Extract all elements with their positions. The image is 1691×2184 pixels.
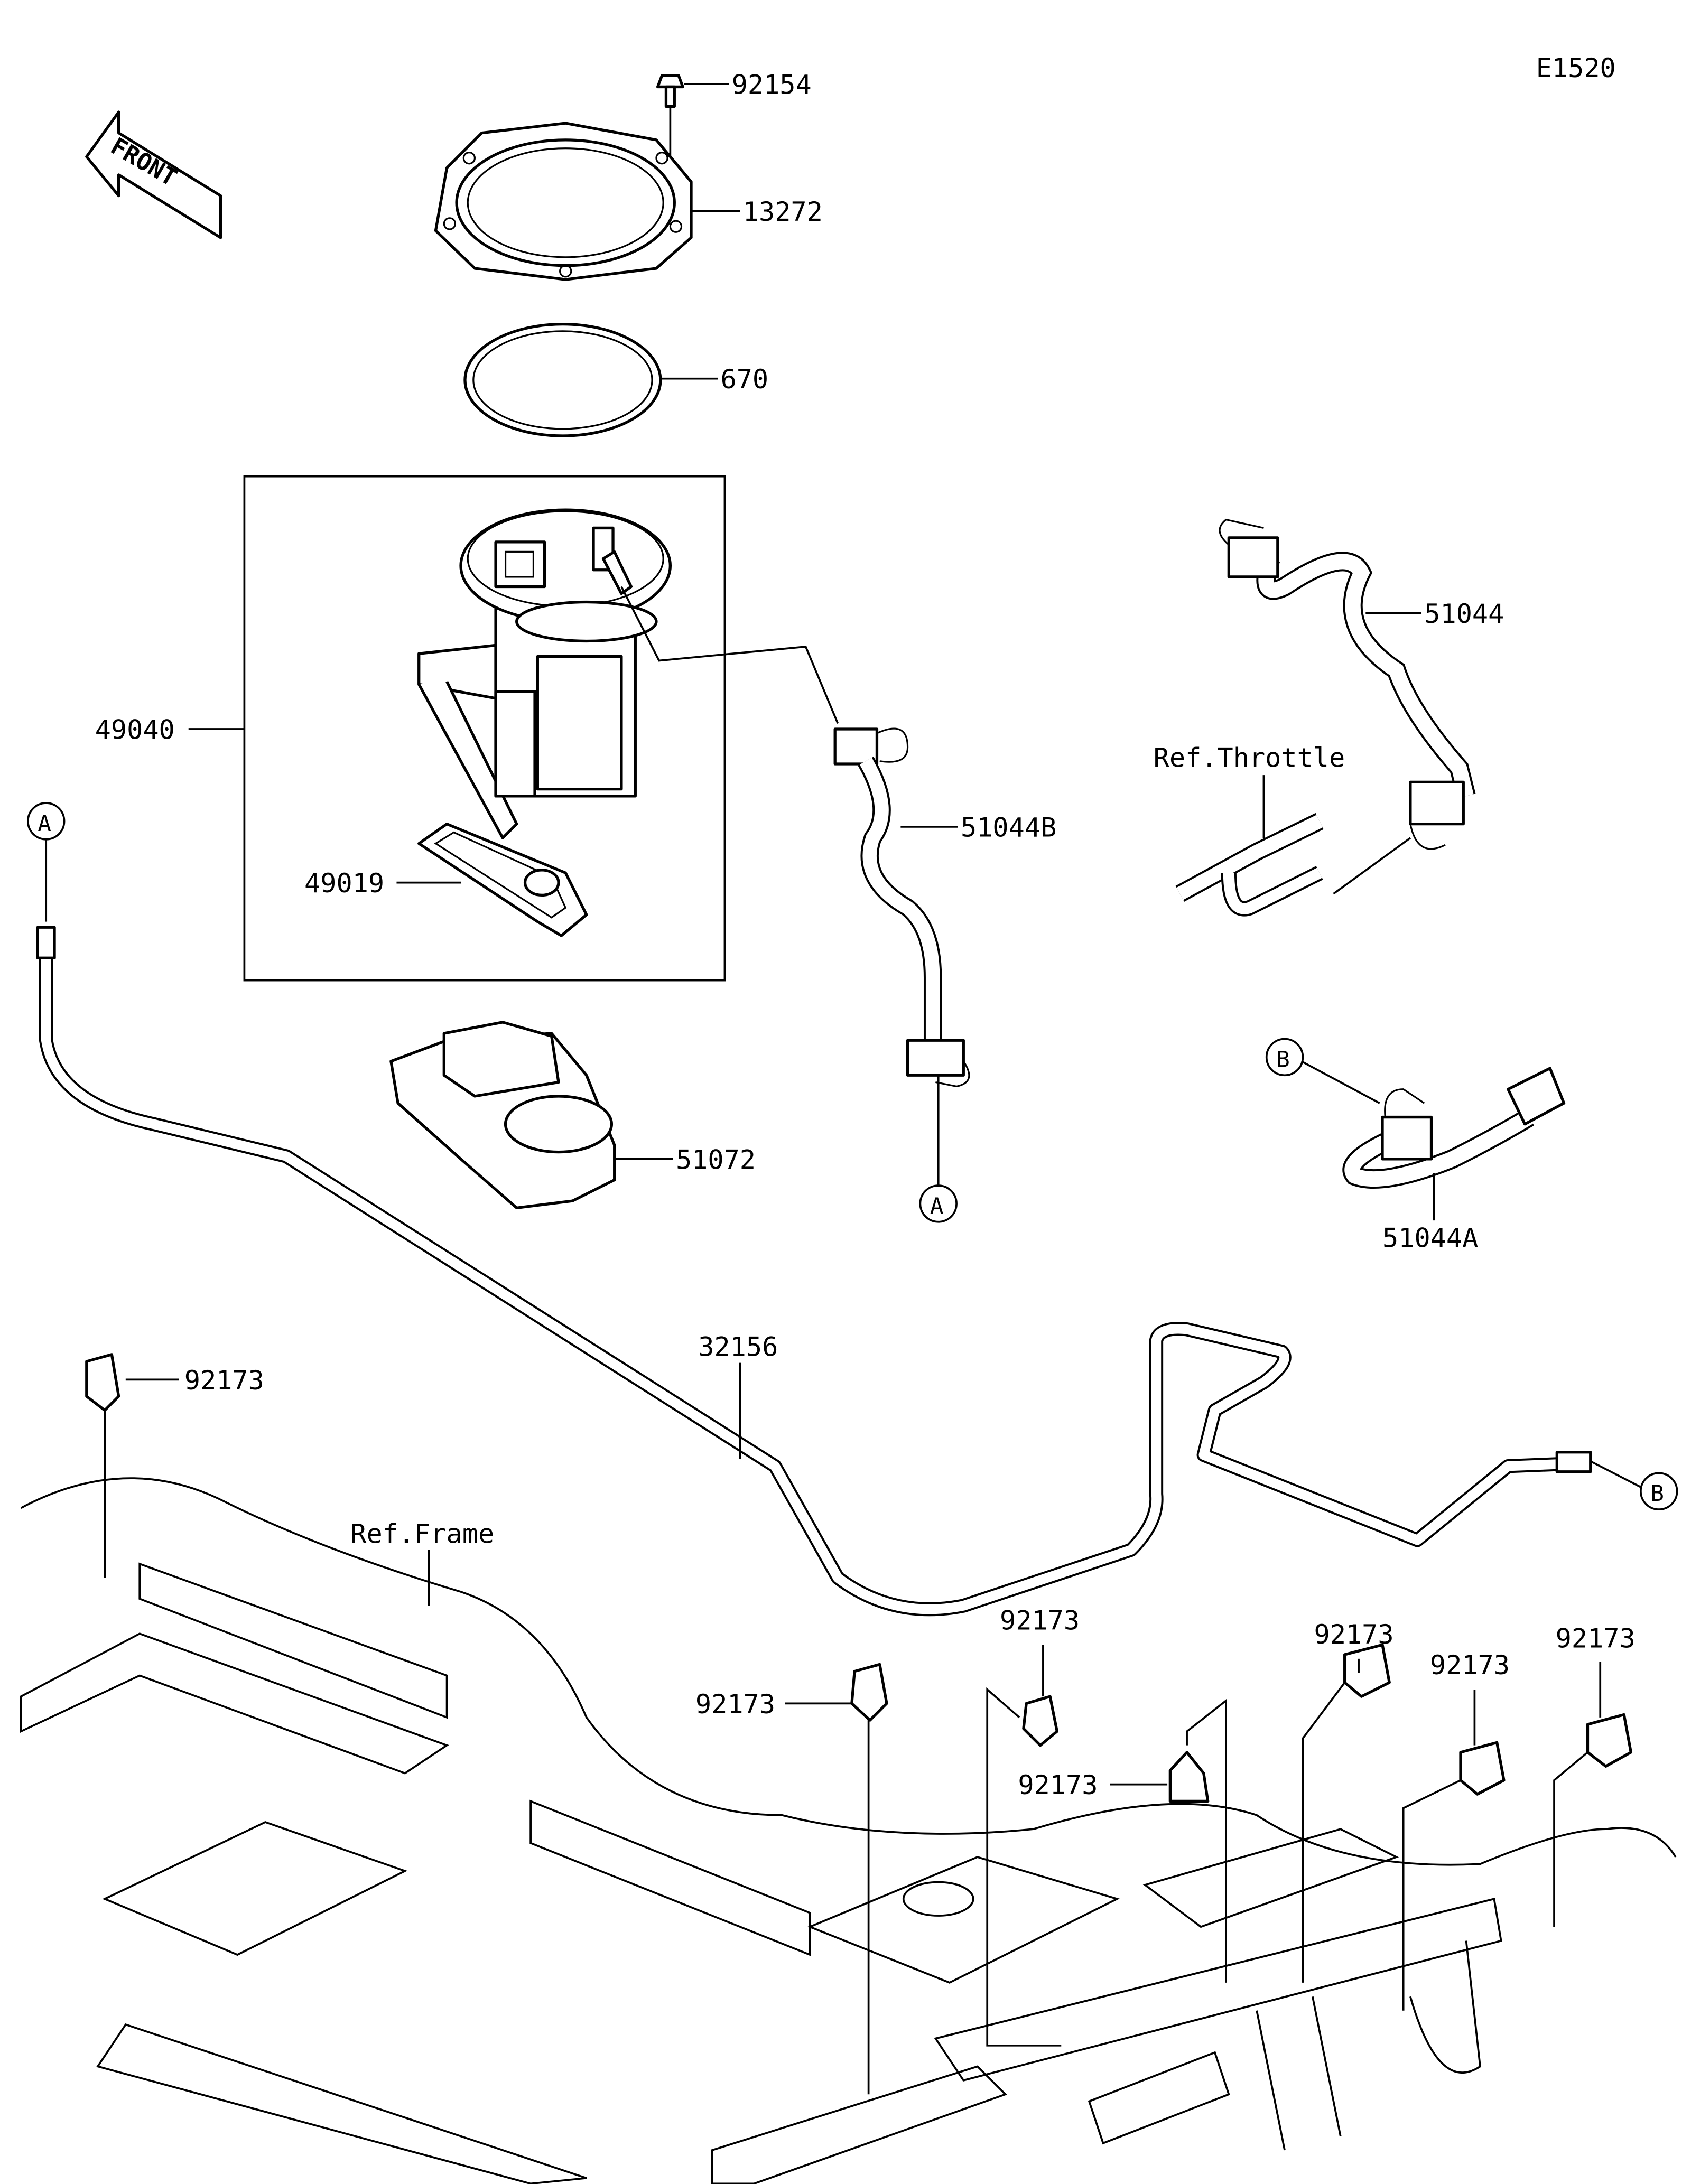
callout-51044A: 51044A <box>1382 1222 1478 1253</box>
callout-92173: 92173 <box>184 1365 264 1396</box>
callout-51044B: 51044B <box>961 811 1056 843</box>
fuel-hose-51044B[interactable] <box>833 727 970 1187</box>
clip-92173[interactable] <box>1302 1643 1391 1983</box>
callout-92154: 92154 <box>732 69 812 100</box>
connector-b-end: B <box>1640 1472 1678 1510</box>
tray-51072[interactable] <box>389 1021 673 1209</box>
throttle-fitting <box>1175 775 1411 917</box>
callout-92173: 92173 <box>695 1688 775 1720</box>
ref-frame: Ref.Frame <box>350 1518 494 1550</box>
connector-b-top: B <box>1265 1038 1304 1077</box>
fuel-pump[interactable] <box>417 508 672 839</box>
clip-92173[interactable] <box>85 1353 179 1578</box>
fuel-hose-51044A[interactable] <box>1300 1060 1566 1221</box>
bolt-92154[interactable] <box>656 74 729 157</box>
svg-text:B: B <box>1276 1046 1289 1072</box>
gasket-13272[interactable] <box>434 122 740 281</box>
callout-92173: 92173 <box>1430 1649 1510 1681</box>
connector-a-bottom: A <box>919 1184 958 1223</box>
callout-92173: 92173 <box>1556 1623 1636 1654</box>
connector-a-top: A <box>26 802 66 922</box>
clip-92173[interactable] <box>1110 1698 1227 1983</box>
filter-49019[interactable] <box>396 823 588 937</box>
svg-text:B: B <box>1650 1480 1664 1506</box>
front-arrow-icon: FRONT <box>85 110 222 239</box>
diagram-code: E1520 <box>1536 52 1616 83</box>
clip-92173[interactable] <box>785 1663 888 2095</box>
clip-92173[interactable] <box>1553 1662 1633 1927</box>
callout-92173: 92173 <box>1018 1769 1098 1800</box>
callout-51044: 51044 <box>1424 598 1504 629</box>
ref-throttle: Ref.Throttle <box>1154 742 1345 773</box>
fuel-hose-51044[interactable] <box>1219 518 1476 850</box>
callout-670: 670 <box>721 363 769 395</box>
callout-51072: 51072 <box>676 1144 756 1175</box>
fuel-pipe-32156[interactable] <box>36 926 1641 1617</box>
vehicle-frame <box>20 1477 1677 2184</box>
o-ring-670[interactable] <box>463 323 718 437</box>
svg-text:A: A <box>930 1193 943 1219</box>
callout-49040: 49040 <box>95 714 175 745</box>
callout-92173: 92173 <box>1000 1604 1080 1636</box>
svg-text:A: A <box>38 810 51 836</box>
clip-92173[interactable] <box>1402 1689 1506 2011</box>
callout-49019: 49019 <box>304 867 384 899</box>
callout-13272: 13272 <box>743 196 823 227</box>
callout-32156: 32156 <box>698 1331 778 1362</box>
callout-92173: 92173 <box>1314 1619 1394 1650</box>
clip-92173[interactable] <box>986 1645 1062 2047</box>
